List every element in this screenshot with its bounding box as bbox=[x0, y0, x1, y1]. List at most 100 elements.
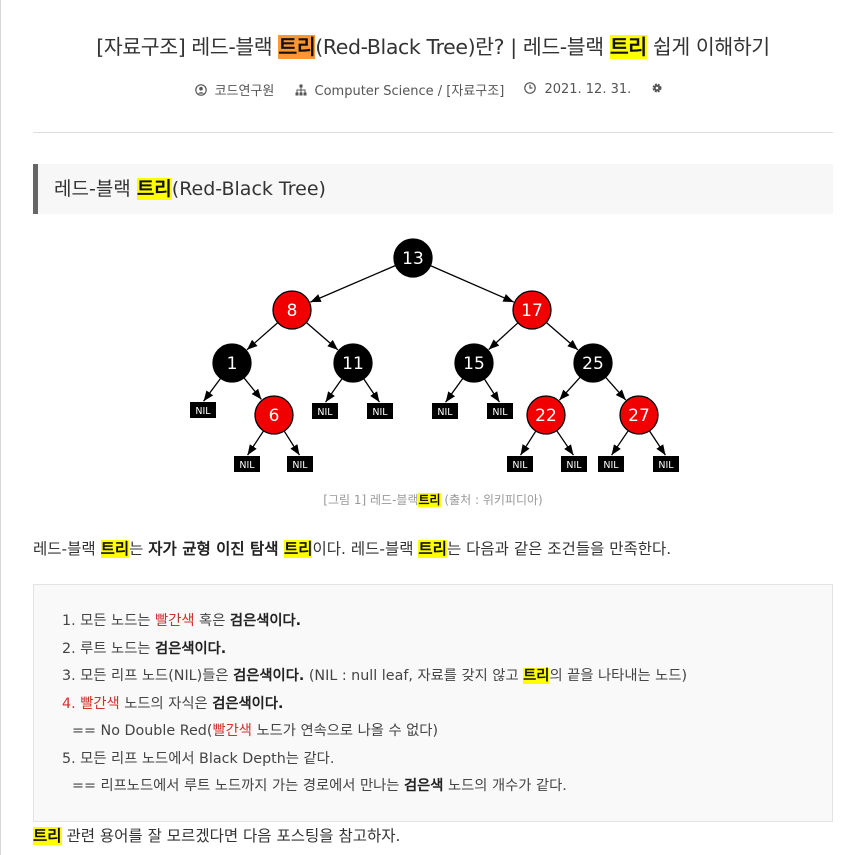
tree-node: 11 bbox=[333, 343, 373, 383]
tree-edge bbox=[519, 430, 537, 456]
meta-author[interactable]: 코드연구원 bbox=[194, 80, 275, 99]
bold-text: 자가 균형 이진 탐색 bbox=[148, 540, 284, 558]
nil-leaf-label: NIL bbox=[195, 406, 211, 417]
tree-node-circle bbox=[272, 290, 312, 330]
nil-leaf-box bbox=[312, 403, 338, 419]
section-heading: 레드-블랙 트리(Red-Black Tree) bbox=[33, 164, 833, 214]
nil-leaf: NIL bbox=[312, 403, 338, 419]
nil-leaf-box bbox=[653, 456, 679, 472]
tree-node: 25 bbox=[573, 343, 613, 383]
tree-edge bbox=[305, 321, 339, 351]
clock-icon bbox=[524, 82, 537, 94]
red-text: 빨간색 bbox=[155, 613, 195, 629]
text: 1. 모든 노드는 bbox=[62, 613, 156, 629]
tree-edge bbox=[545, 321, 579, 351]
tree-node-label: 13 bbox=[402, 249, 424, 269]
title-text: [자료구조] 레드-블랙 bbox=[96, 35, 279, 59]
rule-item: 5. 모든 리프 노드에서 Black Depth는 같다. bbox=[62, 748, 687, 776]
intro-paragraph: 레드-블랙 트리는 자가 균형 이진 탐색 트리이다. 레드-블랙 트리는 다음… bbox=[33, 537, 671, 559]
bold-text: 검은색이다. bbox=[233, 668, 305, 684]
tree-node: 17 bbox=[512, 290, 552, 330]
caption-text: [그림 1] 레드-블랙 bbox=[323, 493, 419, 507]
text: 노드의 개수가 같다. bbox=[443, 778, 567, 794]
search-highlight: 트리 bbox=[33, 827, 62, 845]
nil-leaf-box bbox=[487, 403, 513, 419]
page-left-border bbox=[0, 0, 1, 855]
tree-edge bbox=[430, 265, 514, 303]
tree-node-circle bbox=[526, 395, 566, 435]
tree-node-circle bbox=[393, 238, 433, 278]
text: 레드-블랙 bbox=[33, 540, 101, 558]
tree-node-label: 22 bbox=[535, 406, 557, 426]
settings-button[interactable] bbox=[651, 82, 671, 97]
tree-edge bbox=[488, 322, 519, 350]
text: 혹은 bbox=[194, 613, 230, 629]
red-text: 빨간색 bbox=[212, 723, 252, 739]
meta-category[interactable]: Computer Science / [자료구조] bbox=[295, 80, 505, 99]
rule-item: 1. 모든 노드는 빨간색 혹은 검은색이다. bbox=[62, 610, 687, 638]
tree-edge bbox=[203, 377, 222, 402]
tree-node-circle bbox=[512, 290, 552, 330]
search-highlight: 트리 bbox=[100, 540, 130, 558]
tree-edge bbox=[363, 378, 380, 403]
text: 는 다음과 같은 조건들을 만족한다. bbox=[446, 540, 672, 558]
author-name: 코드연구원 bbox=[214, 84, 275, 99]
nil-leaf: NIL bbox=[598, 456, 624, 472]
red-text: 4. bbox=[62, 695, 81, 712]
text: (NIL : null leaf, 자료를 갖지 않고 bbox=[304, 668, 524, 684]
search-highlight: 트리 bbox=[523, 668, 550, 684]
figure-caption: [그림 1] 레드-블랙트리 (출처 : 위키피디아) bbox=[33, 491, 833, 508]
post-title: [자료구조] 레드-블랙 트리(Red-Black Tree)란? | 레드-블… bbox=[33, 30, 833, 60]
tree-edge bbox=[445, 378, 464, 403]
category-name: Computer Science / [자료구조] bbox=[314, 84, 505, 99]
tree-node: 22 bbox=[526, 395, 566, 435]
tree-node: 27 bbox=[619, 395, 659, 435]
nil-leaf-box bbox=[598, 456, 624, 472]
nil-leaf-label: NIL bbox=[512, 460, 528, 471]
nil-leaf-label: NIL bbox=[437, 407, 453, 418]
title-text: (Red-Black Tree)란? | 레드-블랙 bbox=[315, 35, 610, 59]
text: 노드의 자식은 bbox=[119, 695, 213, 712]
nil-leaf-label: NIL bbox=[292, 460, 308, 471]
tree-edge bbox=[246, 322, 279, 351]
tree-node-circle bbox=[573, 343, 613, 383]
tree-edge bbox=[648, 430, 666, 456]
bold-text: 검은색 bbox=[403, 778, 444, 794]
tree-node-label: 25 bbox=[582, 354, 604, 374]
post-meta: 코드연구원 Computer Science / [자료구조] 2021. 12… bbox=[33, 80, 833, 99]
red-text: 빨간색 bbox=[80, 695, 120, 712]
tree-edge bbox=[247, 430, 265, 456]
nil-leaf-label: NIL bbox=[566, 460, 582, 471]
sitemap-icon bbox=[295, 84, 307, 96]
bold-text: 검은색이다. bbox=[155, 640, 227, 657]
title-text: 쉽게 이해하기 bbox=[646, 35, 770, 59]
nil-leaf-box bbox=[432, 403, 458, 419]
tree-node-circle bbox=[333, 343, 373, 383]
user-icon bbox=[194, 84, 207, 96]
divider bbox=[33, 132, 833, 133]
rules-box: 1. 모든 노드는 빨간색 혹은 검은색이다. 2. 루트 노드는 검은색이다.… bbox=[33, 584, 833, 822]
tree-node-circle bbox=[212, 343, 252, 383]
text: 의 끝을 나타내는 노드) bbox=[549, 668, 688, 684]
search-highlight-current: 트리 bbox=[278, 35, 316, 59]
bold-text: 검은색이다. bbox=[229, 613, 302, 629]
post-date: 2021. 12. 31. bbox=[544, 82, 632, 97]
search-highlight: 트리 bbox=[283, 540, 313, 558]
tree-node-label: 27 bbox=[628, 406, 650, 426]
tree-node-label: 17 bbox=[521, 301, 543, 321]
nil-leaf-box bbox=[234, 456, 260, 472]
text: 3. 모든 리프 노드(NIL)들은 bbox=[62, 668, 234, 684]
search-highlight: 트리 bbox=[609, 35, 647, 59]
nil-leaf: NIL bbox=[190, 402, 216, 418]
text: 는 bbox=[129, 540, 149, 558]
nil-leaf-label: NIL bbox=[603, 460, 619, 471]
nil-leaf: NIL bbox=[432, 403, 458, 419]
meta-date: 2021. 12. 31. bbox=[524, 82, 631, 97]
text: 관련 용어를 잘 모르겠다면 다음 포스팅을 참고하자. bbox=[61, 827, 401, 845]
rule-item: 2. 루트 노드는 검은색이다. bbox=[62, 638, 687, 666]
nil-leaf-label: NIL bbox=[239, 460, 255, 471]
tree-edge bbox=[243, 377, 262, 400]
nil-leaf: NIL bbox=[507, 456, 533, 472]
tree-node-label: 1 bbox=[227, 354, 238, 374]
